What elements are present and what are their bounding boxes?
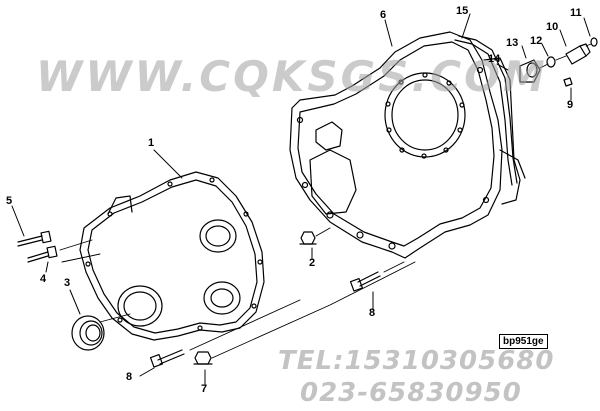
callout-3: 3 <box>64 277 71 289</box>
callout-10: 10 <box>546 21 559 33</box>
callout-6: 6 <box>380 9 387 21</box>
capscrew-8-right <box>349 271 381 292</box>
callout-13: 13 <box>506 37 519 49</box>
callout-7: 7 <box>201 383 208 395</box>
capscrew-8-lower <box>149 349 185 368</box>
callout-12: 12 <box>530 35 543 47</box>
capscrew-4 <box>27 245 58 263</box>
callout-8-lower: 8 <box>126 371 133 383</box>
callout-9: 9 <box>567 99 574 111</box>
assembly-lines <box>59 43 592 359</box>
watermark-phone: 023-65830950 <box>300 378 522 408</box>
watermark-site: WWW.CQKSGS.COM <box>36 52 548 101</box>
housing-gasket <box>454 35 518 186</box>
oil-seal <box>71 315 105 351</box>
callout-5: 5 <box>6 195 13 207</box>
sensor-assembly <box>519 37 598 87</box>
callout-15: 15 <box>456 5 469 17</box>
callout-4: 4 <box>40 273 47 285</box>
front-gear-cover <box>79 171 265 341</box>
capscrew-5 <box>17 230 52 247</box>
callout-2: 2 <box>309 257 316 269</box>
leader-lines <box>11 13 591 385</box>
flange-screw-7 <box>193 351 213 365</box>
callout-8-right: 8 <box>369 307 376 319</box>
watermark-tel: TEL:15310305680 <box>278 346 555 376</box>
flange-screw-2 <box>299 231 317 245</box>
figure-id-label: bp951ge <box>499 334 548 349</box>
callout-1: 1 <box>148 137 155 149</box>
callout-11: 11 <box>570 7 582 19</box>
callout-14: 14 <box>488 53 501 65</box>
gear-housing <box>289 31 526 259</box>
